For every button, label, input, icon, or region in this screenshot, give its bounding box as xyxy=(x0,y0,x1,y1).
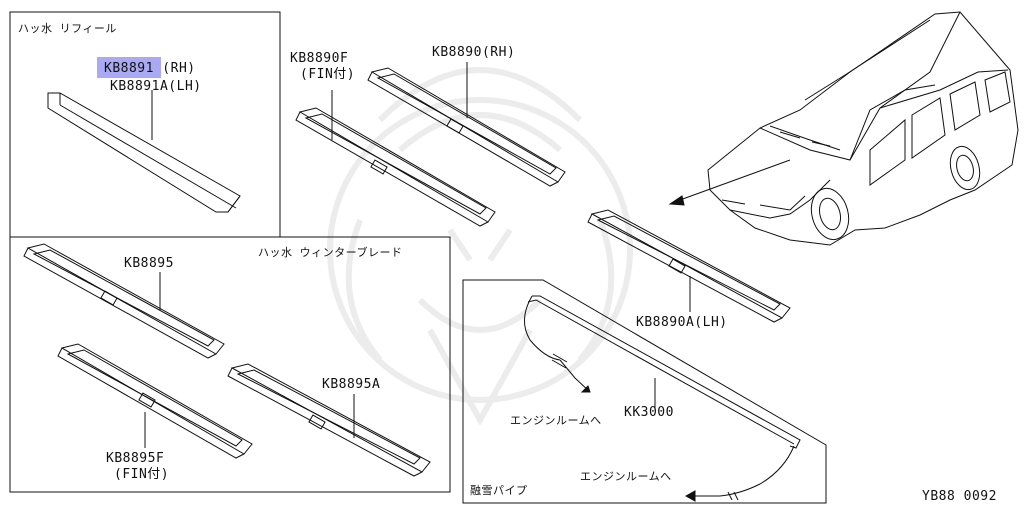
winter-blade-panel-title: ハッ水 ウィンターブレード xyxy=(258,246,403,259)
kb8890a-lh-blade-drawing xyxy=(587,209,791,323)
refill-strip-drawing xyxy=(47,90,241,213)
part-label-kb8891-rh[interactable]: KB8891 (RH) xyxy=(104,61,196,76)
part-label-kk3000[interactable]: KK3000 xyxy=(624,405,674,420)
part-label-kb8895[interactable]: KB8895 xyxy=(124,256,174,271)
kb8895-blade-drawing xyxy=(23,243,225,359)
kb8890-rh-blade-drawing xyxy=(367,62,566,187)
engine-room-note-2: エンジンルームへ xyxy=(580,470,672,483)
part-label-kb8895f[interactable]: KB8895F xyxy=(106,451,165,466)
vehicle-drawing xyxy=(668,11,1019,246)
part-label-kb8890-rh[interactable]: KB8890(RH) xyxy=(432,45,516,60)
part-label-kb8895a[interactable]: KB8895A xyxy=(322,377,381,392)
kb8895f-blade-drawing xyxy=(57,343,253,459)
snow-pipe-panel-title: 融雪パイプ xyxy=(470,484,528,497)
selection-highlight xyxy=(97,57,161,78)
part-label-kb8890a-lh[interactable]: KB8890A(LH) xyxy=(636,315,728,330)
winter-blade-panel-frame xyxy=(9,236,451,493)
kk3000-snow-pipe-drawing xyxy=(524,295,801,502)
snow-pipe-panel-frame xyxy=(462,279,827,504)
engine-room-note-1: エンジンルームへ xyxy=(510,414,602,427)
part-label-kb8891a-lh[interactable]: KB8891A(LH) xyxy=(110,79,202,94)
kb8895a-blade-drawing xyxy=(227,363,431,477)
part-note-kb8895f: (FIN付) xyxy=(114,467,170,482)
kb8890f-blade-drawing xyxy=(295,90,496,227)
part-label-kb8890f[interactable]: KB8890F xyxy=(290,51,349,66)
refill-panel-title: ハッ水 リフィール xyxy=(18,22,117,35)
part-note-kb8890f: (FIN付) xyxy=(300,67,356,82)
diagram-code: YB88 0092 xyxy=(922,489,997,504)
